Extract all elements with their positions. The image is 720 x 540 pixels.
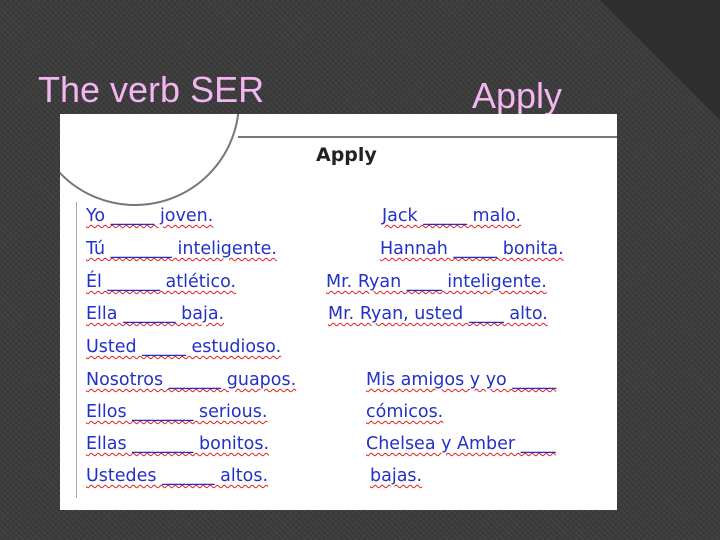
worksheet-line-right: Mr. Ryan ____ inteligente. xyxy=(326,272,547,292)
corner-decoration xyxy=(600,0,720,120)
worksheet-left-rule xyxy=(76,202,77,498)
worksheet-line-left: Ella ______ baja. xyxy=(86,304,225,324)
worksheet-curve-decoration xyxy=(60,114,240,206)
slide-title: The verb SER xyxy=(38,69,265,111)
worksheet-line-right: Mr. Ryan, usted ____ alto. xyxy=(328,304,548,324)
worksheet-line-left: Ellos _______ serious. xyxy=(86,402,268,422)
worksheet-line-left: Tú _______ inteligente. xyxy=(86,239,277,259)
worksheet-heading: Apply xyxy=(316,144,377,166)
worksheet-line-left: Ustedes ______ altos. xyxy=(86,466,269,486)
worksheet-line-left: Usted _____ estudioso. xyxy=(86,337,282,357)
worksheet-line-right: bajas. xyxy=(370,466,423,486)
worksheet-line-right: Mis amigos y yo _____ xyxy=(366,370,557,390)
worksheet-line-left: Ellas _______ bonitos. xyxy=(86,434,270,454)
worksheet-image: Apply Yo _____ joven. Tú _______ intelig… xyxy=(60,114,617,510)
worksheet-line-left: Yo _____ joven. xyxy=(86,206,214,226)
worksheet-line-left: Nosotros ______ guapos. xyxy=(86,370,297,390)
worksheet-line-right: Jack _____ malo. xyxy=(382,206,522,226)
worksheet-top-rule xyxy=(238,136,617,138)
worksheet-line-right: cómicos. xyxy=(366,402,444,422)
slide-subtitle: Apply xyxy=(472,74,563,116)
worksheet-line-right: Hannah _____ bonita. xyxy=(380,239,564,259)
worksheet-line-left: Él ______ atlético. xyxy=(86,272,237,292)
worksheet-line-right: Chelsea y Amber ____ xyxy=(366,434,556,454)
